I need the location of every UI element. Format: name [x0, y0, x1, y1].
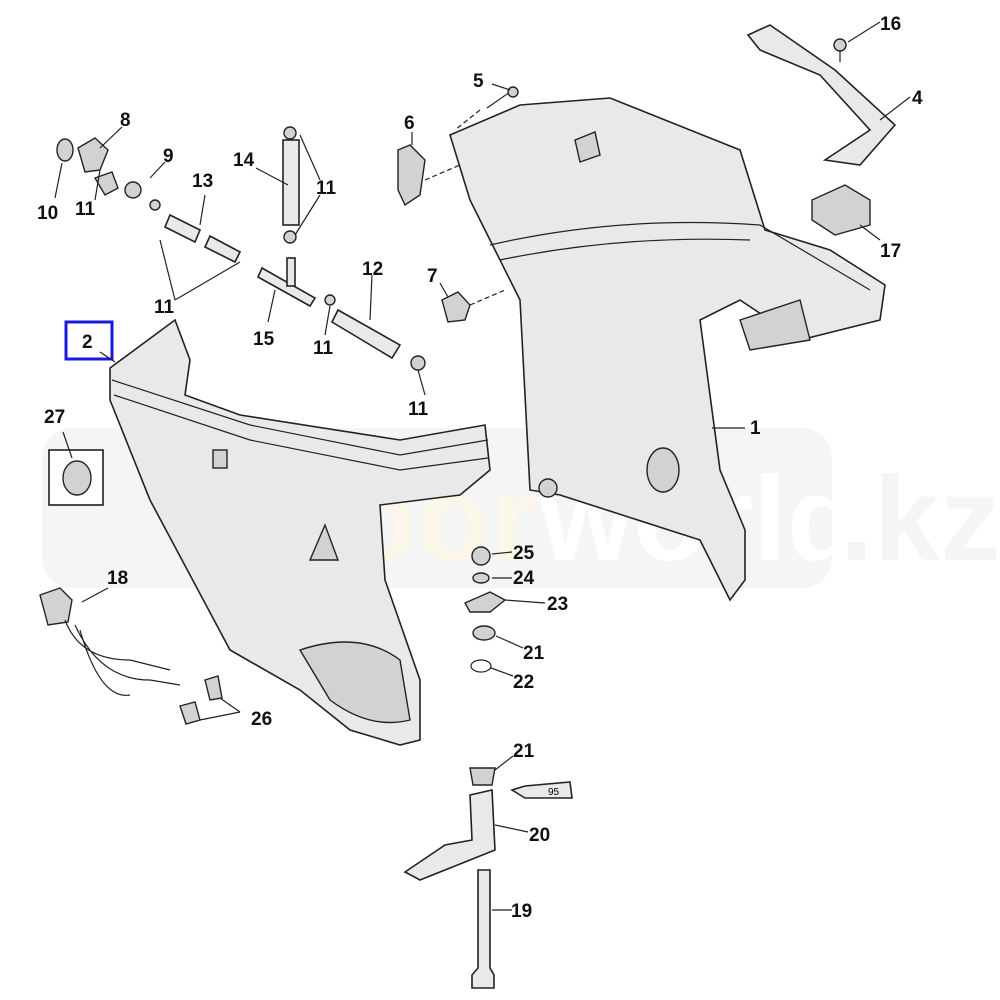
- callout-10[interactable]: 10: [37, 203, 58, 224]
- part-24-washer[interactable]: [472, 572, 490, 584]
- callout-9[interactable]: 9: [163, 146, 174, 167]
- part-18-harness[interactable]: [39, 587, 223, 725]
- callout-23[interactable]: 23: [547, 594, 568, 615]
- highlight-box: [64, 320, 114, 361]
- callout-24[interactable]: 24: [513, 568, 535, 589]
- part-21-bushing-lower[interactable]: [469, 767, 496, 786]
- callout-11[interactable]: 11: [313, 338, 334, 359]
- callout-1[interactable]: 1: [750, 418, 761, 439]
- callout-22[interactable]: 22: [513, 672, 534, 693]
- part-1-starboard-cowl[interactable]: [449, 97, 886, 602]
- part-27-plug[interactable]: [48, 449, 104, 506]
- callout-7[interactable]: 7: [427, 266, 438, 287]
- part-4-trim[interactable]: [746, 24, 897, 166]
- part-19-bolt[interactable]: [471, 869, 495, 989]
- callout-11[interactable]: 11: [316, 178, 337, 199]
- callout-12[interactable]: 12: [362, 259, 383, 280]
- callout-labels: 16 4 5 6 8 9 14 13 11 10 11 17 12 7 11 1…: [37, 14, 923, 922]
- callout-15[interactable]: 15: [253, 329, 275, 350]
- callout-2[interactable]: 2: [82, 332, 93, 353]
- part-16-bolt[interactable]: [833, 38, 847, 62]
- callout-11[interactable]: 11: [408, 399, 429, 420]
- callout-11[interactable]: 11: [154, 297, 175, 318]
- part-21-bushing[interactable]: [472, 625, 496, 641]
- callout-11[interactable]: 11: [75, 199, 96, 220]
- callout-18[interactable]: 18: [107, 568, 128, 589]
- part-25-nut[interactable]: [471, 546, 491, 566]
- callout-13[interactable]: 13: [192, 171, 213, 192]
- grease-tube-95: 95: [510, 781, 573, 799]
- callout-19[interactable]: 19: [511, 901, 532, 922]
- callout-21[interactable]: 21: [523, 643, 545, 664]
- callout-5[interactable]: 5: [473, 71, 484, 92]
- hose-assembly[interactable]: [56, 126, 426, 371]
- callout-6[interactable]: 6: [404, 113, 415, 134]
- part-2-port-cowl[interactable]: [109, 318, 491, 746]
- callout-21[interactable]: 21: [513, 741, 535, 762]
- callout-14[interactable]: 14: [233, 150, 255, 171]
- callout-4[interactable]: 4: [912, 88, 923, 109]
- watermark-kz: .kz: [840, 452, 1000, 586]
- leader-lines: [54, 21, 911, 911]
- callout-27[interactable]: 27: [44, 407, 65, 428]
- part-5-screw[interactable]: [486, 86, 519, 109]
- callout-17[interactable]: 17: [880, 241, 901, 262]
- part-17-connector[interactable]: [811, 184, 871, 236]
- callout-16[interactable]: 16: [880, 14, 901, 35]
- part-20-handle[interactable]: [403, 789, 496, 881]
- part-6-bracket[interactable]: [397, 144, 426, 207]
- part-22-oring[interactable]: [470, 659, 492, 673]
- part-23-latch[interactable]: [464, 591, 507, 613]
- callout-25[interactable]: 25: [513, 543, 535, 564]
- callout-26[interactable]: 26: [251, 709, 272, 730]
- part-7-grommet[interactable]: [441, 291, 471, 323]
- callout-8[interactable]: 8: [120, 110, 131, 131]
- tube-label: 95: [548, 787, 560, 798]
- callout-20[interactable]: 20: [529, 825, 550, 846]
